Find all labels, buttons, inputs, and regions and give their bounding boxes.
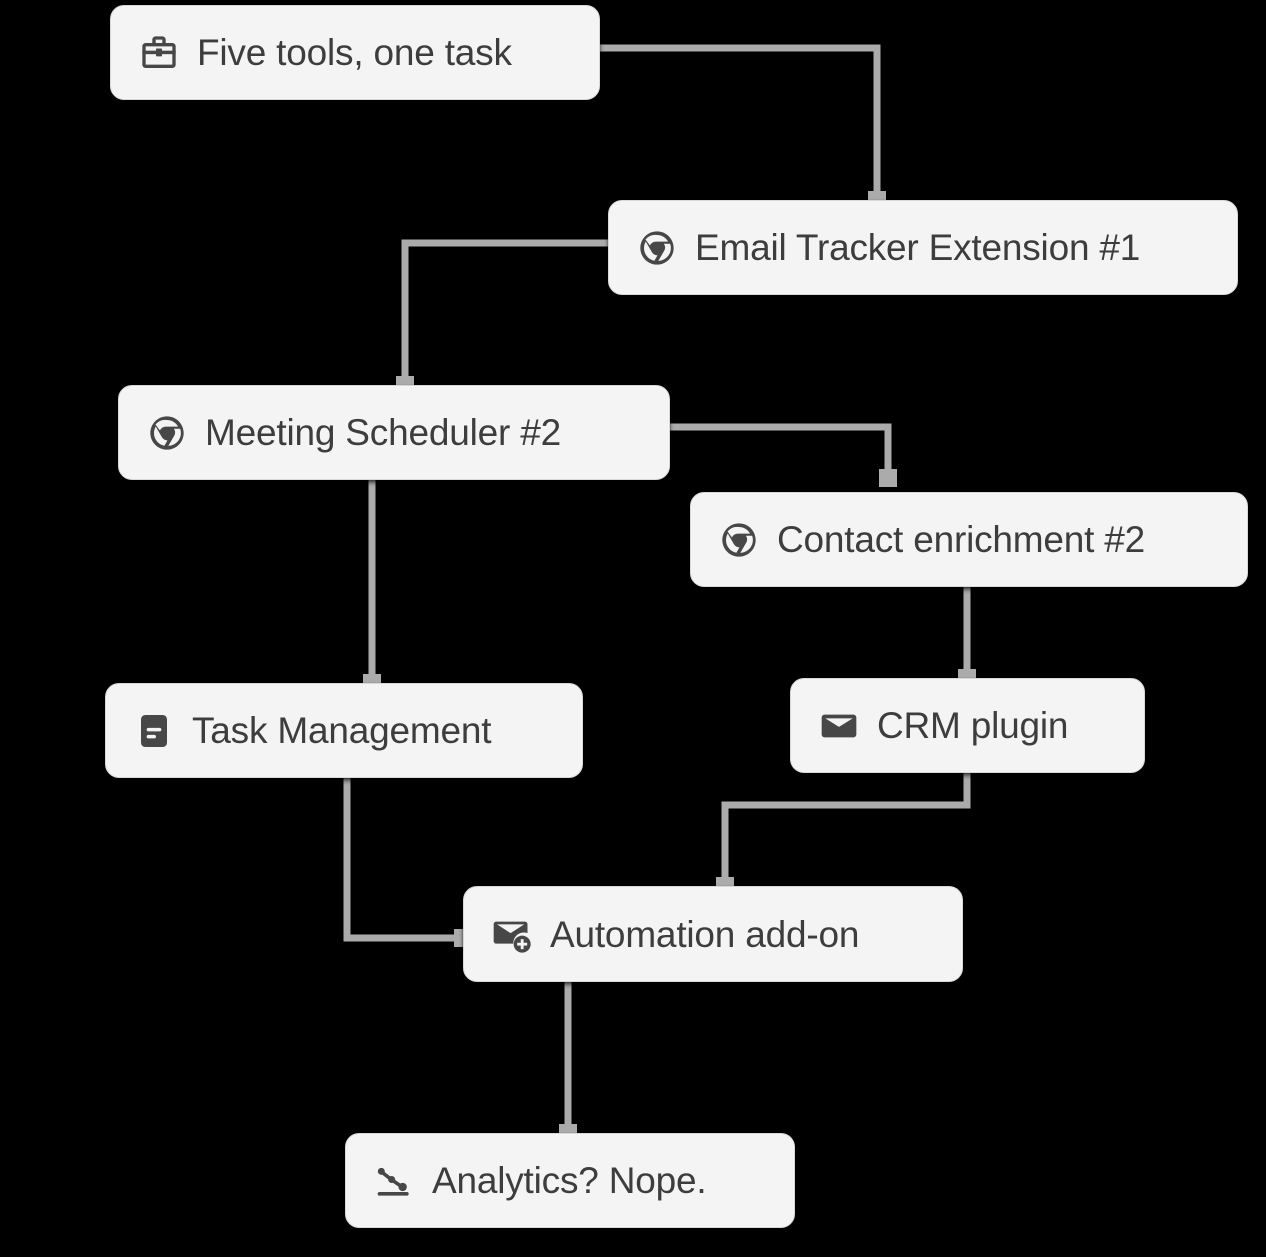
mail-icon (817, 704, 861, 748)
node-five-tools[interactable]: Five tools, one task (110, 5, 600, 100)
briefcase-icon (137, 31, 181, 75)
node-label: Contact enrichment #2 (777, 519, 1146, 560)
chrome-icon (145, 411, 189, 455)
node-label: Analytics? Nope. (432, 1160, 707, 1201)
edge-marker (879, 469, 897, 487)
node-crm-plugin[interactable]: CRM plugin (790, 678, 1145, 773)
edge-five-tools-to-email-tracker (600, 44, 881, 200)
node-meeting-scheduler[interactable]: Meeting Scheduler #2 (118, 385, 670, 480)
node-automation-addon[interactable]: Automation add-on (463, 886, 963, 982)
mail-add-icon (490, 912, 534, 956)
edge-task-management-to-automation-addon (343, 778, 463, 942)
edge-crm-plugin-to-automation-addon (721, 773, 971, 886)
trending-down-icon (372, 1159, 416, 1203)
node-email-tracker[interactable]: Email Tracker Extension #1 (608, 200, 1238, 295)
node-label: Task Management (192, 710, 492, 751)
node-label: Meeting Scheduler #2 (205, 412, 561, 453)
edge-meeting-scheduler-to-contact-enrichment (670, 423, 892, 478)
edge-email-tracker-to-meeting-scheduler (401, 239, 608, 385)
notes-icon (132, 709, 176, 753)
node-contact-enrichment[interactable]: Contact enrichment #2 (690, 492, 1248, 587)
node-analytics-nope[interactable]: Analytics? Nope. (345, 1133, 795, 1228)
chrome-icon (635, 226, 679, 270)
chrome-icon (717, 518, 761, 562)
node-task-management[interactable]: Task Management (105, 683, 583, 778)
node-label: Email Tracker Extension #1 (695, 227, 1141, 268)
node-label: Five tools, one task (197, 32, 512, 73)
node-label: CRM plugin (877, 705, 1069, 746)
node-label: Automation add-on (550, 913, 860, 955)
